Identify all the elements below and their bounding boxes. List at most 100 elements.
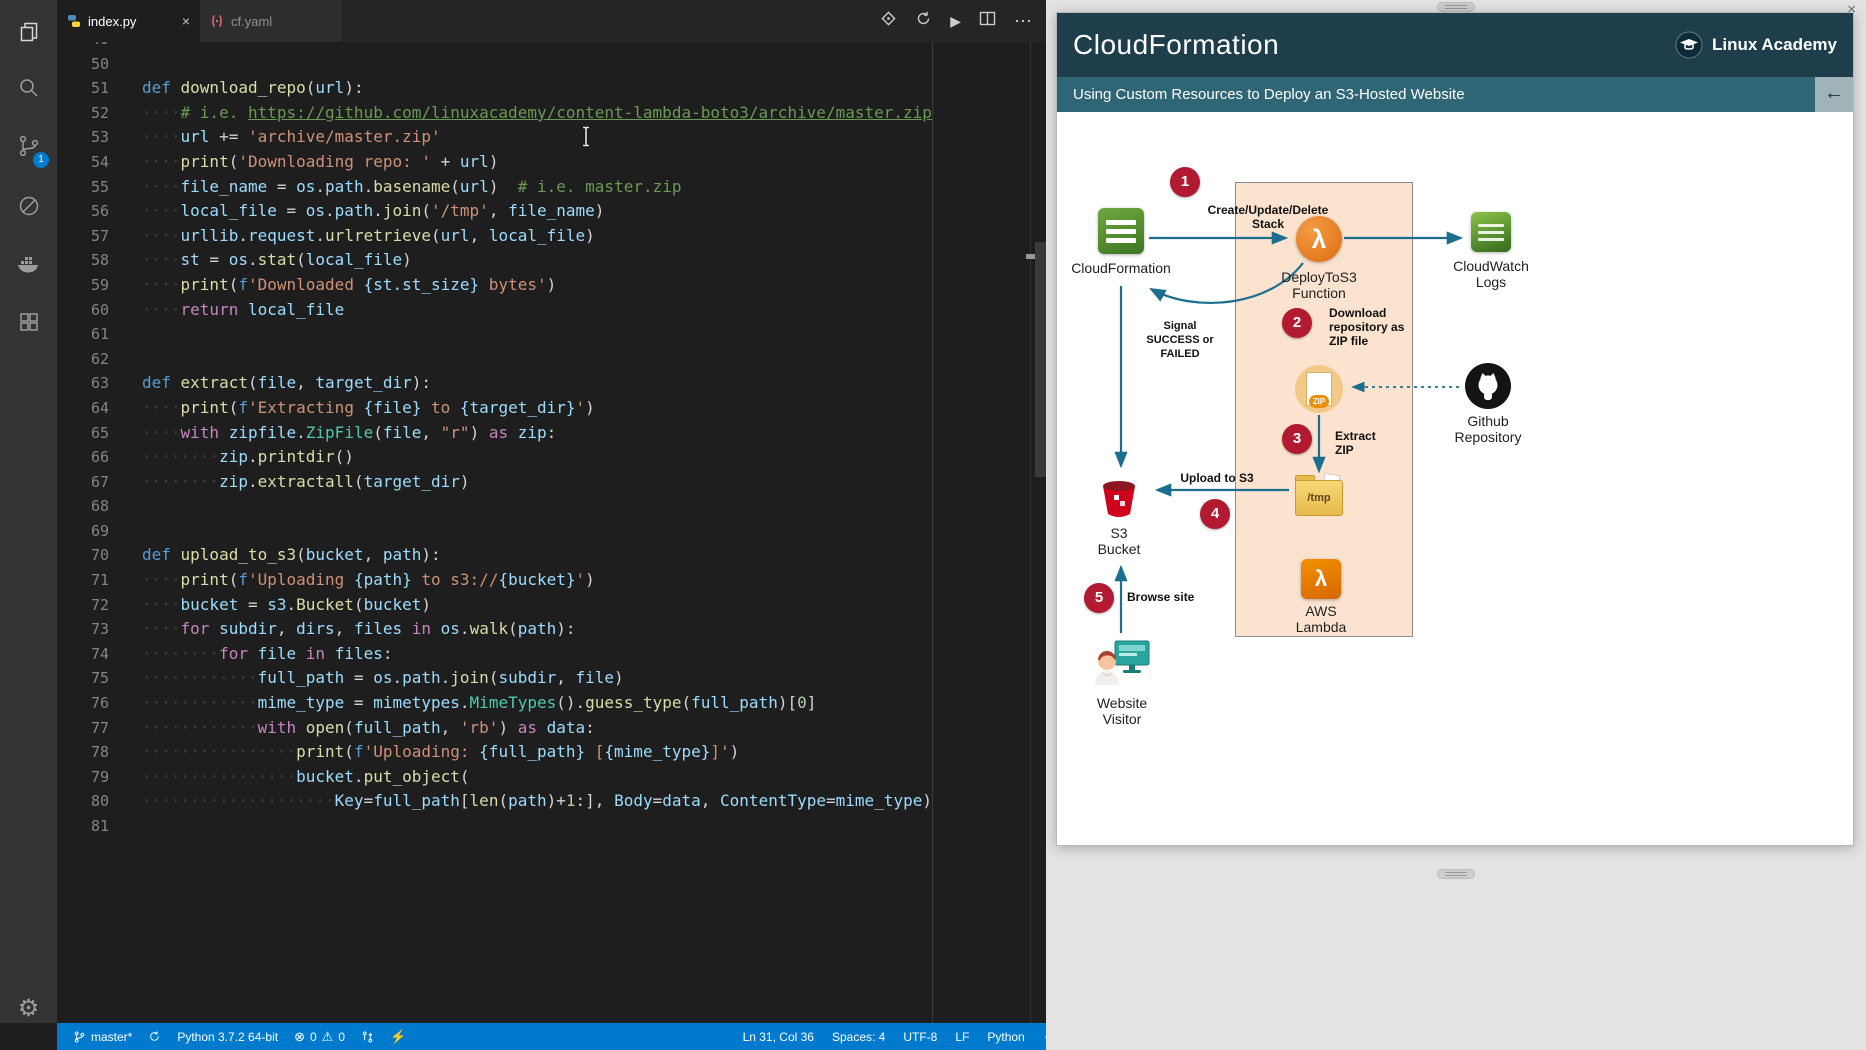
code-token[interactable]: ( (508, 619, 518, 639)
code-line[interactable]: 67········zip.extractall(target_dir) (57, 470, 1046, 495)
code-token[interactable]: https://github.com/linuxacademy/content-… (247, 102, 932, 122)
code-text[interactable]: ············with open(full_path, 'rb') a… (109, 716, 595, 741)
code-token[interactable]: : (546, 422, 557, 442)
code-token[interactable]: bucket (296, 766, 354, 786)
code-text[interactable] (109, 494, 142, 519)
code-token[interactable]: bucket (305, 545, 364, 565)
code-token[interactable]: ···· (142, 176, 181, 196)
code-token[interactable] (219, 423, 229, 442)
code-line[interactable]: 58····st = os.stat(local_file) (57, 248, 1046, 273)
code-token[interactable]: . (247, 471, 258, 491)
line-number[interactable]: 66 (90, 448, 109, 467)
code-token[interactable]: , (488, 201, 509, 221)
extensions-icon[interactable] (0, 298, 57, 346)
code-token[interactable]: ZipFile (305, 422, 374, 442)
code-token[interactable]: file_name (180, 176, 268, 196)
code-token[interactable]: ( (228, 397, 239, 417)
code-text[interactable]: ····url += 'archive/master.zip' (109, 125, 441, 150)
code-token[interactable]: url (459, 151, 489, 171)
code-token[interactable]: ···· (142, 127, 181, 147)
code-token[interactable]: st (180, 250, 200, 270)
code-token[interactable]: . (325, 201, 335, 221)
code-line[interactable]: 79················bucket.put_object( (57, 765, 1046, 790)
code-token[interactable]: url (440, 225, 470, 245)
code-token[interactable]: = (344, 668, 374, 688)
code-token[interactable]: print (180, 397, 229, 417)
code-line[interactable]: 68 (57, 494, 1046, 519)
code-token[interactable]: file_name (508, 201, 595, 221)
code-token[interactable]: MimeTypes (469, 693, 557, 713)
code-token[interactable]: def (142, 545, 181, 565)
code-line[interactable]: 75············full_path = os.path.join(s… (57, 666, 1046, 691)
line-number[interactable]: 62 (90, 349, 109, 368)
eol-status[interactable]: LF (955, 1029, 970, 1044)
code-token[interactable]: = (363, 791, 374, 811)
code-token[interactable]: file (382, 422, 422, 442)
line-number[interactable]: 79 (90, 767, 109, 786)
code-text[interactable]: ············mime_type = mimetypes.MimeTy… (109, 691, 816, 716)
code-token[interactable]: ): (411, 373, 431, 393)
code-token[interactable]: ( (450, 176, 460, 196)
code-text[interactable]: ····print('Downloading repo: ' + url) (109, 150, 498, 175)
line-number[interactable]: 73 (90, 620, 109, 639)
code-line[interactable]: 53····url += 'archive/master.zip' (57, 125, 1046, 150)
code-token[interactable]: ···· (142, 594, 181, 614)
code-text[interactable] (109, 814, 142, 839)
code-token[interactable]: ) (585, 225, 595, 245)
code-token[interactable]: ········ (142, 643, 220, 663)
code-line[interactable]: 52····# i.e. https://github.com/linuxaca… (57, 101, 1046, 126)
code-token[interactable]: ········ (142, 447, 220, 467)
code-token[interactable]: = (267, 176, 297, 196)
code-token[interactable]: os (228, 250, 248, 270)
code-token[interactable]: {st.st_size} (363, 274, 480, 294)
drag-handle-top[interactable] (1437, 2, 1475, 12)
code-token[interactable]: extract (180, 373, 248, 393)
code-token[interactable]: ) (469, 422, 489, 442)
python-interpreter[interactable]: Python 3.7.2 64-bit (177, 1029, 279, 1044)
code-token[interactable]: . (459, 619, 470, 639)
code-text[interactable]: def extract(file, target_dir): (109, 371, 431, 396)
code-token[interactable]: . (238, 225, 248, 245)
code-token[interactable]: stat (257, 250, 297, 270)
code-token[interactable]: guess_type (585, 693, 682, 713)
code-text[interactable]: ····urllib.request.urlretrieve(url, loca… (109, 224, 595, 249)
open-changes-icon[interactable] (880, 10, 897, 32)
code-line[interactable]: 49 (57, 42, 1046, 52)
code-token[interactable]: . (353, 766, 364, 786)
problems-status[interactable]: ⊗ 0 ⚠ 0 (288, 1023, 351, 1050)
code-token[interactable]: Bucket (296, 594, 354, 614)
code-token[interactable] (537, 718, 547, 737)
code-token[interactable]: = (238, 594, 268, 614)
code-token[interactable]: full_path (353, 717, 441, 737)
code-token[interactable]: extractall (257, 471, 354, 491)
code-token[interactable]: s3 (267, 594, 287, 614)
code-token[interactable]: files (334, 643, 383, 663)
code-token[interactable]: ( (488, 668, 499, 688)
code-token[interactable]: ············ (142, 668, 258, 688)
code-token[interactable]: request (247, 225, 316, 245)
code-token[interactable]: walk (469, 619, 509, 639)
code-token[interactable]: 1 (565, 791, 576, 811)
code-token[interactable]: :], (575, 791, 615, 811)
code-token[interactable]: = (826, 791, 836, 811)
code-line[interactable]: 69 (57, 519, 1046, 544)
code-text[interactable]: ········zip.extractall(target_dir) (109, 470, 470, 495)
code-line[interactable]: 78················print(f'Uploading: {fu… (57, 740, 1046, 765)
code-token[interactable]: f (238, 570, 248, 590)
code-token[interactable]: Key (334, 791, 364, 811)
lightning-status[interactable]: ⚡ (384, 1023, 412, 1050)
code-line[interactable]: 72····bucket = s3.Bucket(bucket) (57, 593, 1046, 618)
more-actions-icon[interactable]: ⋯ (1014, 10, 1032, 31)
line-number[interactable]: 68 (90, 497, 109, 516)
code-token[interactable]: local_file (180, 201, 277, 221)
code-line[interactable]: 60····return local_file (57, 298, 1046, 323)
code-token[interactable]: os (373, 668, 393, 688)
code-token[interactable]: , (556, 668, 576, 688)
code-token[interactable]: 'rb' (459, 717, 499, 737)
code-token[interactable]: url (180, 127, 210, 147)
code-token[interactable]: subdir (219, 619, 277, 639)
line-number[interactable]: 67 (90, 472, 109, 491)
code-token[interactable]: ( (247, 373, 258, 393)
